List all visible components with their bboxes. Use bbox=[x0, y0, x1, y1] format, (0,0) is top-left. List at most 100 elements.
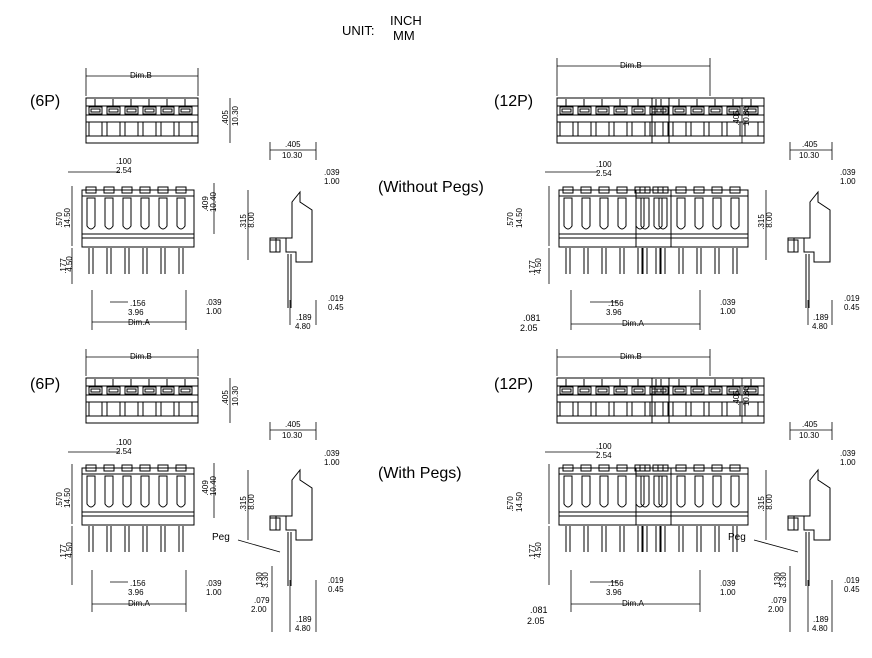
dim-b-label: Dim.B bbox=[130, 71, 152, 80]
dim-b-label-pegs: Dim.B bbox=[130, 352, 152, 361]
label-without-pegs: (Without Pegs) bbox=[378, 179, 484, 196]
dim-405-in-pegs: .405 bbox=[220, 390, 230, 406]
dim-409-mm: 10.40 bbox=[209, 191, 219, 213]
dim-156-mm: 3.96 bbox=[128, 308, 144, 317]
dim-039b-mm-12p: 1.00 bbox=[720, 307, 736, 316]
dim-081-in-12p-pegs: .081 bbox=[530, 605, 548, 615]
side-189-in-12p: .189 bbox=[813, 313, 829, 322]
dim-b-label-12p-pegs: Dim.B bbox=[620, 352, 642, 361]
side-019-mm: 0.45 bbox=[328, 303, 344, 312]
side-019-in: .019 bbox=[328, 294, 344, 303]
side-405-in-12p: .405 bbox=[802, 140, 818, 149]
label-with-pegs: (With Pegs) bbox=[378, 465, 462, 482]
dim-570-mm-12p: 14.50 bbox=[515, 207, 525, 229]
pin-count-12p-top: (12P) bbox=[494, 93, 534, 110]
side-405-mm-12p: 10.30 bbox=[799, 151, 820, 160]
side-079-mm-pegs: 2.00 bbox=[251, 605, 267, 614]
side-019-in-12p: .019 bbox=[844, 294, 860, 303]
front-view-6p bbox=[82, 187, 194, 274]
side-405-in-12p-pegs: .405 bbox=[802, 420, 818, 429]
side-019-in-pegs: .019 bbox=[328, 576, 344, 585]
dim-081-mm-12p: 2.05 bbox=[520, 323, 538, 333]
dim-039b-mm-12p-pegs: 1.00 bbox=[720, 588, 736, 597]
dim-100-in: .100 bbox=[116, 157, 132, 166]
unit-label: UNIT: bbox=[342, 23, 375, 38]
dim-100-mm-12p: 2.54 bbox=[596, 169, 612, 178]
dim-409-mm-pegs: 10.40 bbox=[209, 475, 219, 497]
side-039-in-pegs: .039 bbox=[324, 449, 340, 458]
side-189-mm-12p: 4.80 bbox=[812, 322, 828, 331]
dim-405-in: .405 bbox=[220, 110, 230, 126]
side-189-mm-12p-pegs: 4.80 bbox=[812, 624, 828, 633]
dim-039b-mm: 1.00 bbox=[206, 307, 222, 316]
pin-count-12p-bottom: (12P) bbox=[494, 376, 534, 393]
side-315-mm: 8.00 bbox=[246, 212, 256, 228]
dim-100-mm-12p-pegs: 2.54 bbox=[596, 451, 612, 460]
dim-405-mm: 10.30 bbox=[231, 105, 241, 127]
dim-570-mm-pegs: 14.50 bbox=[63, 487, 73, 509]
dim-156-mm-12p-pegs: 3.96 bbox=[606, 588, 622, 597]
side-039-in-12p-pegs: .039 bbox=[840, 449, 856, 458]
dim-039b-in-pegs: .039 bbox=[206, 579, 222, 588]
side-039-mm-12p: 1.00 bbox=[840, 177, 856, 186]
side-405-mm-12p-pegs: 10.30 bbox=[799, 431, 820, 440]
dim-100-in-pegs: .100 bbox=[116, 438, 132, 447]
side-079-mm-12p-pegs: 2.00 bbox=[768, 605, 784, 614]
dim-405-mm-12p: 10.30 bbox=[742, 105, 752, 127]
side-130-mm-12p-pegs: 3.30 bbox=[778, 572, 788, 588]
side-039-mm-12p-pegs: 1.00 bbox=[840, 458, 856, 467]
dim-a-label-12p-pegs: Dim.A bbox=[622, 599, 644, 608]
side-315-mm-pegs: 8.00 bbox=[246, 494, 256, 510]
side-019-mm-pegs: 0.45 bbox=[328, 585, 344, 594]
side-405-mm-pegs: 10.30 bbox=[282, 431, 303, 440]
dim-570-in-12p-pegs: .570 bbox=[505, 496, 515, 512]
dim-a-label-12p: Dim.A bbox=[622, 319, 644, 328]
dim-156-mm-12p: 3.96 bbox=[606, 308, 622, 317]
side-189-in: .189 bbox=[296, 313, 312, 322]
side-315-mm-12p-pegs: 8.00 bbox=[764, 494, 774, 510]
peg-label: Peg bbox=[212, 532, 230, 543]
dim-100-in-12p-pegs: .100 bbox=[596, 442, 612, 451]
side-189-in-pegs: .189 bbox=[296, 615, 312, 624]
side-130-mm-pegs: 3.30 bbox=[260, 572, 270, 588]
side-039-in: .039 bbox=[324, 168, 340, 177]
dim-156-mm-pegs: 3.96 bbox=[128, 588, 144, 597]
dim-177-mm-12p: 4.50 bbox=[533, 258, 543, 274]
side-039-mm-pegs: 1.00 bbox=[324, 458, 340, 467]
side-019-in-12p-pegs: .019 bbox=[844, 576, 860, 585]
dim-b-label-12p: Dim.B bbox=[620, 61, 642, 70]
dim-405-in-12p: .405 bbox=[731, 110, 741, 126]
side-189-mm-pegs: 4.80 bbox=[295, 624, 311, 633]
dim-039b-mm-pegs: 1.00 bbox=[206, 588, 222, 597]
dim-a-label: Dim.A bbox=[128, 318, 150, 327]
side-315-mm-12p: 8.00 bbox=[764, 212, 774, 228]
side-405-mm: 10.30 bbox=[282, 151, 303, 160]
dim-100-mm-pegs: 2.54 bbox=[116, 447, 132, 456]
dim-570-in-12p: .570 bbox=[505, 212, 515, 228]
dim-405-in-12p-pegs: .405 bbox=[731, 390, 741, 406]
side-019-mm-12p-pegs: 0.45 bbox=[844, 585, 860, 594]
side-039-mm: 1.00 bbox=[324, 177, 340, 186]
side-189-in-12p-pegs: .189 bbox=[813, 615, 829, 624]
dim-177-mm: 4.50 bbox=[64, 256, 74, 272]
peg-label-12p: Peg bbox=[728, 532, 746, 543]
dim-177-mm-12p-pegs: 4.50 bbox=[533, 542, 543, 558]
dim-039b-in-12p: .039 bbox=[720, 298, 736, 307]
dim-156-in-12p-pegs: .156 bbox=[608, 579, 624, 588]
side-189-mm: 4.80 bbox=[295, 322, 311, 331]
dim-177-mm-pegs: 4.50 bbox=[64, 542, 74, 558]
pin-count-6p-top: (6P) bbox=[30, 93, 61, 110]
dim-039b-in: .039 bbox=[206, 298, 222, 307]
dim-405-mm-pegs: 10.30 bbox=[231, 385, 241, 407]
unit-mm: MM bbox=[393, 28, 415, 43]
side-079-in-12p-pegs: .079 bbox=[771, 596, 787, 605]
dim-156-in-12p: .156 bbox=[608, 299, 624, 308]
pin-count-6p-bottom: (6P) bbox=[30, 376, 61, 393]
dim-570-mm: 14.50 bbox=[63, 207, 73, 229]
side-039-in-12p: .039 bbox=[840, 168, 856, 177]
unit-inch: INCH bbox=[390, 13, 422, 28]
dim-100-in-12p: .100 bbox=[596, 160, 612, 169]
dim-100-mm: 2.54 bbox=[116, 166, 132, 175]
dim-570-mm-12p-pegs: 14.50 bbox=[515, 491, 525, 513]
